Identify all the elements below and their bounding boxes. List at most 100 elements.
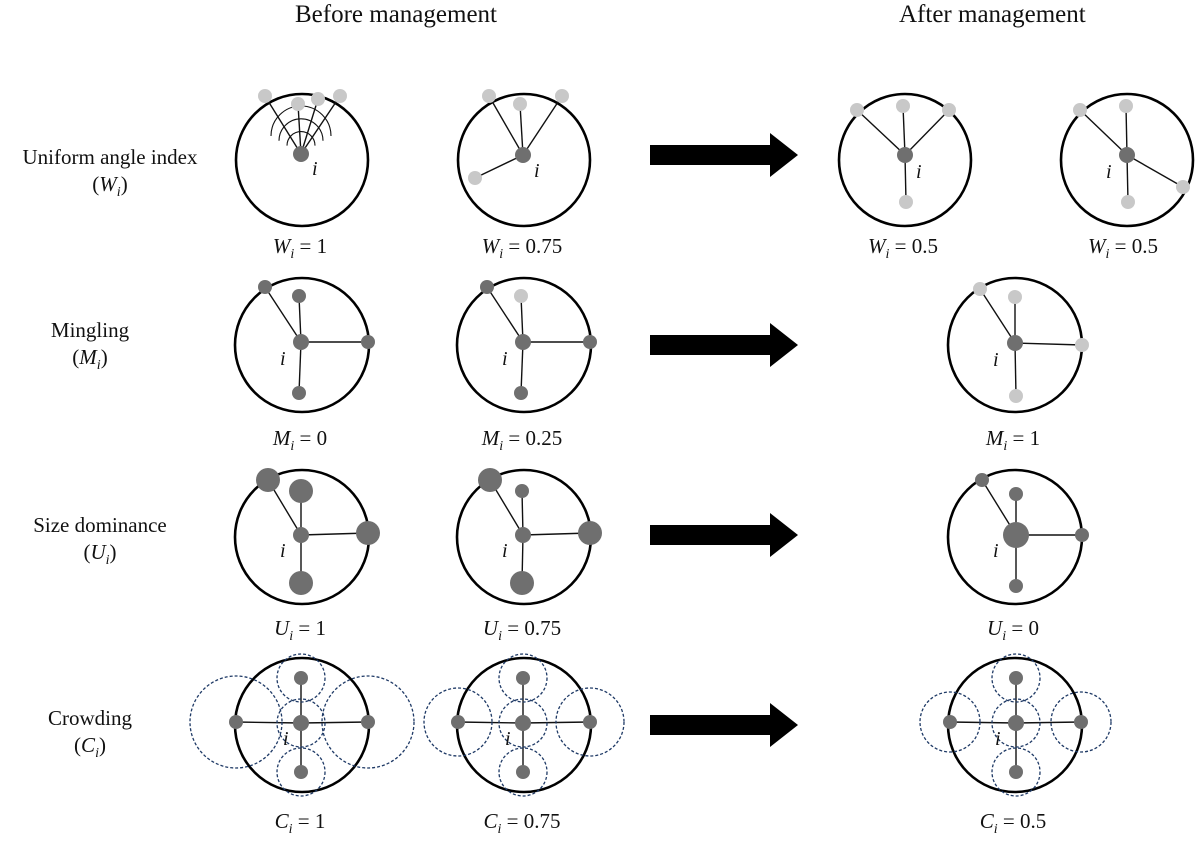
neighbour-link [297, 103, 302, 155]
header-after: After management [899, 1, 1086, 28]
row-label-uniform-angle: Uniform angle index (Wi) [0, 144, 220, 206]
reference-tree [1007, 335, 1023, 351]
reference-tree [897, 147, 913, 163]
equation-m-1: Mi = 0 [272, 426, 328, 454]
crowding-circle [321, 675, 415, 769]
row-label-text: Size dominance [33, 513, 167, 537]
neighbour-link [1079, 109, 1128, 156]
neighbour-tree [478, 468, 502, 492]
neighbour-link [235, 721, 302, 724]
uniform-angle-before-1 [234, 89, 370, 228]
transition-arrow [650, 323, 798, 367]
neighbour-tree [1009, 487, 1023, 501]
header-before: Before management [295, 1, 497, 28]
size-dominance-after [946, 468, 1089, 606]
uniform-angle-before-2 [456, 89, 592, 228]
neighbour-tree [1008, 290, 1022, 304]
neighbour-tree [583, 335, 597, 349]
neighbour-tree [289, 479, 313, 503]
neighbour-tree [515, 484, 529, 498]
crowding-circle [498, 747, 548, 797]
neighbour-tree [899, 195, 913, 209]
reference-tree [293, 715, 309, 731]
neighbour-tree [514, 386, 528, 400]
neighbour-link [457, 721, 524, 724]
neighbour-link [979, 288, 1016, 344]
neighbour-tree [1009, 765, 1023, 779]
neighbour-tree [480, 280, 494, 294]
neighbour-tree [514, 289, 528, 303]
reference-tree-label: i [283, 728, 289, 750]
neighbour-tree [1075, 528, 1089, 542]
neighbour-link [486, 286, 524, 343]
row-label-text: Crowding [48, 706, 132, 730]
neighbour-link [264, 95, 302, 155]
neighbour-link [520, 341, 524, 394]
row-label-symbol: (Ui) [83, 540, 117, 568]
neighbour-tree [289, 571, 313, 595]
neighbour-tree [258, 89, 272, 103]
neighbour-tree [256, 468, 280, 492]
neighbour-tree [292, 289, 306, 303]
neighbour-link [264, 286, 302, 343]
neighbour-tree [578, 521, 602, 545]
equation-w-2: Wi = 0.75 [481, 234, 563, 262]
crowding-circle [919, 691, 981, 753]
neighbour-tree [516, 765, 530, 779]
reference-tree [1003, 522, 1029, 548]
neighbour-tree [513, 97, 527, 111]
size-dominance-before-2 [455, 468, 602, 606]
row-label-crowding: Crowding (Ci) [0, 705, 200, 767]
neighbour-link [298, 341, 302, 394]
neighbour-link [519, 103, 524, 156]
neighbour-tree [1073, 103, 1087, 117]
neighbour-tree [943, 715, 957, 729]
crowding-circle [276, 653, 326, 703]
neighbour-link [902, 105, 906, 156]
transition-arrow [650, 513, 798, 557]
crowding-after [919, 653, 1112, 797]
equation-c-3: Ci = 0.5 [979, 809, 1047, 837]
neighbour-tree [258, 280, 272, 294]
crowding-before-1 [189, 653, 415, 797]
transition-arrow [650, 133, 798, 177]
crowding-circle [991, 747, 1041, 797]
reference-tree-label: i [534, 160, 540, 182]
neighbour-tree [583, 715, 597, 729]
neighbour-link [856, 109, 906, 156]
reference-tree-label: i [312, 158, 318, 180]
neighbourhood-circle [234, 92, 370, 228]
crowding-circle [1050, 691, 1112, 753]
neighbour-link [300, 721, 369, 724]
crowding-circle [423, 687, 493, 757]
angle-arc [278, 118, 324, 141]
reference-tree [515, 147, 531, 163]
equation-c-2: Ci = 0.75 [483, 809, 561, 837]
crowding-circle [991, 698, 1041, 748]
equation-m-2: Mi = 0.25 [481, 426, 563, 454]
neighbour-tree [294, 765, 308, 779]
reference-tree-label: i [993, 540, 999, 562]
neighbour-tree [510, 571, 534, 595]
neighbourhood-circle [837, 92, 973, 228]
neighbour-tree [482, 89, 496, 103]
neighbour-link [522, 95, 563, 156]
crowding-circle [498, 653, 548, 703]
neighbourhood-circle [456, 92, 592, 228]
neighbour-link [488, 95, 524, 156]
reference-tree-label: i [280, 540, 286, 562]
neighbour-tree [1009, 671, 1023, 685]
reference-tree-label: i [1106, 161, 1112, 183]
mingling-after [946, 276, 1089, 414]
reference-tree [293, 334, 309, 350]
neighbour-link [1126, 154, 1184, 188]
reference-tree [1119, 147, 1135, 163]
row-label-size-dominance: Size dominance (Ui) [0, 512, 210, 574]
neighbour-tree [1119, 99, 1133, 113]
neighbour-tree [555, 89, 569, 103]
reference-tree [515, 334, 531, 350]
crowding-circle [189, 675, 283, 769]
row-label-text: Uniform angle index [22, 145, 198, 169]
neighbour-link [1015, 721, 1082, 724]
